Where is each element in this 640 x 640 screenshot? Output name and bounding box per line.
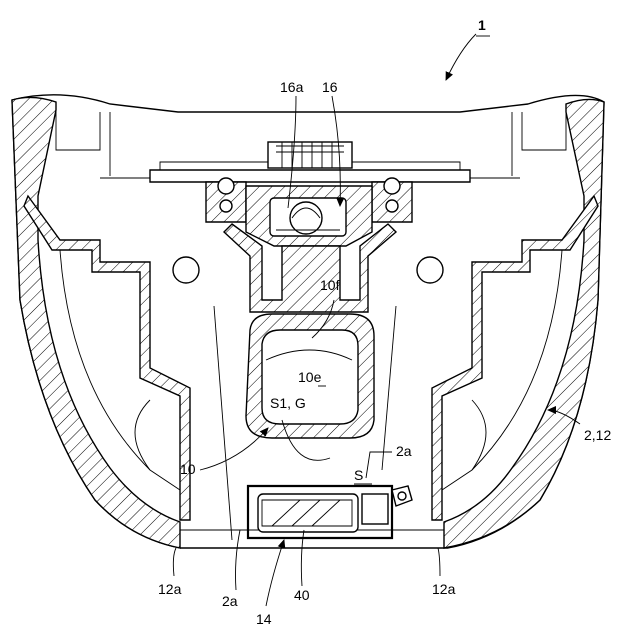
reference-labels: 1 16a 16 10f 10e S1, G 2a 10 S 2,12 12a … bbox=[158, 17, 611, 627]
right-wall-section bbox=[444, 99, 604, 548]
ref-2-12: 2,12 bbox=[584, 427, 611, 443]
right-boss bbox=[417, 257, 443, 283]
ref-40: 40 bbox=[294, 587, 310, 603]
ref-10e: 10e bbox=[298, 369, 322, 385]
rotor-16a bbox=[290, 202, 322, 234]
left-boss bbox=[173, 257, 199, 283]
left-wall-section bbox=[12, 97, 180, 548]
ref-2a-bottom: 2a bbox=[222, 593, 238, 609]
ref-s1g: S1, G bbox=[270, 395, 306, 411]
ref-10f: 10f bbox=[320, 277, 340, 293]
ref-12a-right: 12a bbox=[432, 581, 456, 597]
ref-10: 10 bbox=[180, 461, 196, 477]
ref-fig-1: 1 bbox=[478, 17, 486, 33]
ref-16: 16 bbox=[322, 79, 338, 95]
ref-2a-right: 2a bbox=[396, 443, 412, 459]
ref-s: S bbox=[354, 467, 363, 483]
ref-16a: 16a bbox=[280, 79, 304, 95]
ref-14: 14 bbox=[256, 611, 272, 627]
top-mechanism bbox=[150, 142, 470, 312]
ref-12a-left: 12a bbox=[158, 581, 182, 597]
